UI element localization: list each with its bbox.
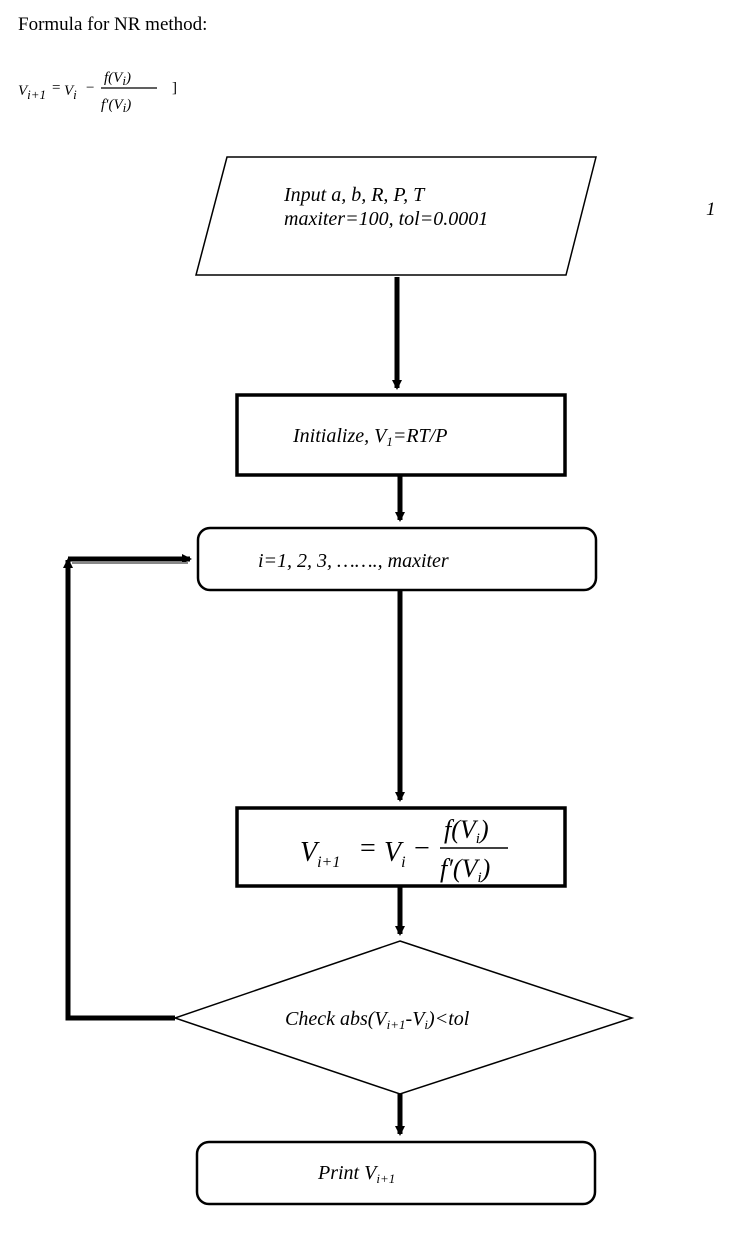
update-numerator: f(Vi) (444, 815, 489, 847)
update-eq: = (360, 833, 376, 864)
update-box (235, 806, 567, 888)
formula-numerator: f(Vi) (104, 70, 131, 88)
input-line-1: Input a, b, R, P, T (283, 184, 426, 206)
formula-denominator: f′(Vi) (101, 97, 131, 115)
formula-eq: = (52, 80, 60, 96)
update-minus: − (414, 833, 430, 864)
stray-character: 1 (706, 199, 716, 220)
input-parallelogram (195, 156, 597, 276)
print-box (195, 1140, 597, 1206)
init-node: Initialize, V1=RT/P (235, 393, 567, 477)
print-label: Print Vi+1 (317, 1162, 395, 1186)
formula-lhs: Vi+1 (18, 83, 46, 102)
update-denominator: f′(Vi) (440, 854, 490, 886)
loop-box (196, 526, 598, 592)
input-node: Input a, b, R, P, T maxiter=100, tol=0.0… (195, 156, 597, 276)
check-label: Check abs(Vi+1-Vi)<tol (285, 1008, 470, 1032)
loop-label: i=1, 2, 3, ……., maxiter (258, 550, 449, 572)
feedback-path (65, 565, 175, 1021)
update-v: Vi (384, 837, 406, 871)
formula-bracket: ] (172, 80, 177, 96)
nr-formula: Vi+1 = Vi − f(Vi) f′(Vi) ] (18, 70, 177, 115)
init-box (235, 393, 567, 477)
update-lhs: Vi+1 (300, 837, 340, 871)
print-node: Print Vi+1 (195, 1140, 597, 1206)
update-node: Vi+1 = Vi − f(Vi) f′(Vi) (235, 806, 567, 888)
formula-v: Vi (64, 83, 77, 102)
formula-minus: − (86, 80, 94, 96)
check-node: Check abs(Vi+1-Vi)<tol (172, 940, 635, 1095)
loop-node: i=1, 2, 3, ……., maxiter (196, 526, 598, 592)
init-label: Initialize, V1=RT/P (292, 425, 447, 449)
input-line-2: maxiter=100, tol=0.0001 (284, 208, 488, 230)
page-heading: Formula for NR method: (18, 14, 208, 35)
